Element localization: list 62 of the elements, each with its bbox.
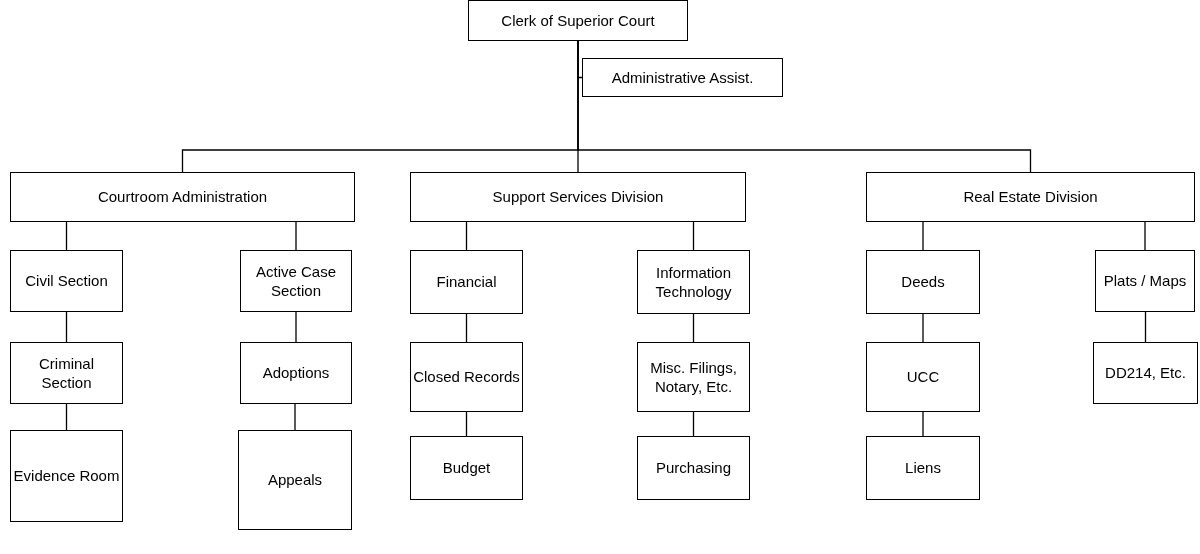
connector-line (65, 403, 68, 431)
org-box (637, 342, 750, 412)
box-label: Information Technology (654, 262, 733, 302)
org-box (410, 342, 523, 412)
connector-line (692, 221, 695, 251)
org-box (866, 250, 980, 314)
box-label: Support Services Division (492, 187, 664, 207)
org-box (1093, 342, 1198, 404)
org-box (238, 430, 352, 530)
connector-line (922, 411, 924, 437)
box-label: Real Estate Division (963, 187, 1098, 207)
org-box (240, 250, 352, 312)
org-box (866, 436, 980, 500)
org-box (10, 342, 123, 404)
box-label: Adoptions (262, 363, 330, 383)
org-box (637, 250, 750, 314)
connector-line (65, 311, 68, 343)
org-box (582, 58, 783, 97)
box-label: Deeds (901, 272, 945, 292)
box-label: Financial (436, 272, 497, 292)
connector-line (922, 221, 924, 251)
box-label: Closed Records (413, 367, 520, 387)
box-label: Plats / Maps (1103, 271, 1187, 291)
box-label: Active Case Section (254, 261, 337, 301)
org-box (410, 436, 523, 500)
box-label: Liens (905, 458, 941, 478)
box-label: Courtroom Administration (97, 187, 268, 207)
org-box (866, 172, 1195, 222)
connector-line (465, 411, 468, 437)
connector-line (922, 313, 924, 343)
connector-line (1144, 311, 1147, 343)
org-box (866, 342, 980, 412)
box-label: DD214, Etc. (1105, 363, 1186, 383)
box-label: Purchasing (655, 458, 731, 478)
org-box (468, 0, 688, 41)
box-label: Criminal Section (38, 353, 95, 393)
connector-line (295, 221, 297, 251)
org-box (1095, 250, 1195, 312)
connector-line (692, 411, 695, 437)
org-box (637, 436, 750, 500)
box-label: Budget (442, 458, 491, 478)
connector-line (1144, 221, 1146, 251)
box-label: Administrative Assist. (611, 67, 754, 88)
box-label: Misc. Filings, Notary, Etc. (649, 357, 738, 397)
connector-line (692, 313, 695, 343)
box-label: Civil Section (25, 271, 108, 291)
connector-line (465, 221, 468, 251)
org-box (240, 342, 352, 404)
org-box (410, 172, 746, 222)
box-label: Appeals (267, 470, 323, 490)
box-label: UCC (906, 367, 940, 387)
box-label: Clerk of Superior Court (501, 10, 655, 31)
org-box (10, 172, 355, 222)
connector-line (294, 403, 296, 431)
connector-line (295, 311, 297, 343)
connector-line (65, 221, 68, 251)
org-box (10, 430, 123, 522)
box-label: Evidence Room (13, 466, 120, 486)
connector-line (465, 313, 468, 343)
org-box (10, 250, 123, 312)
org-box (410, 250, 523, 314)
connector-line (577, 40, 1032, 173)
